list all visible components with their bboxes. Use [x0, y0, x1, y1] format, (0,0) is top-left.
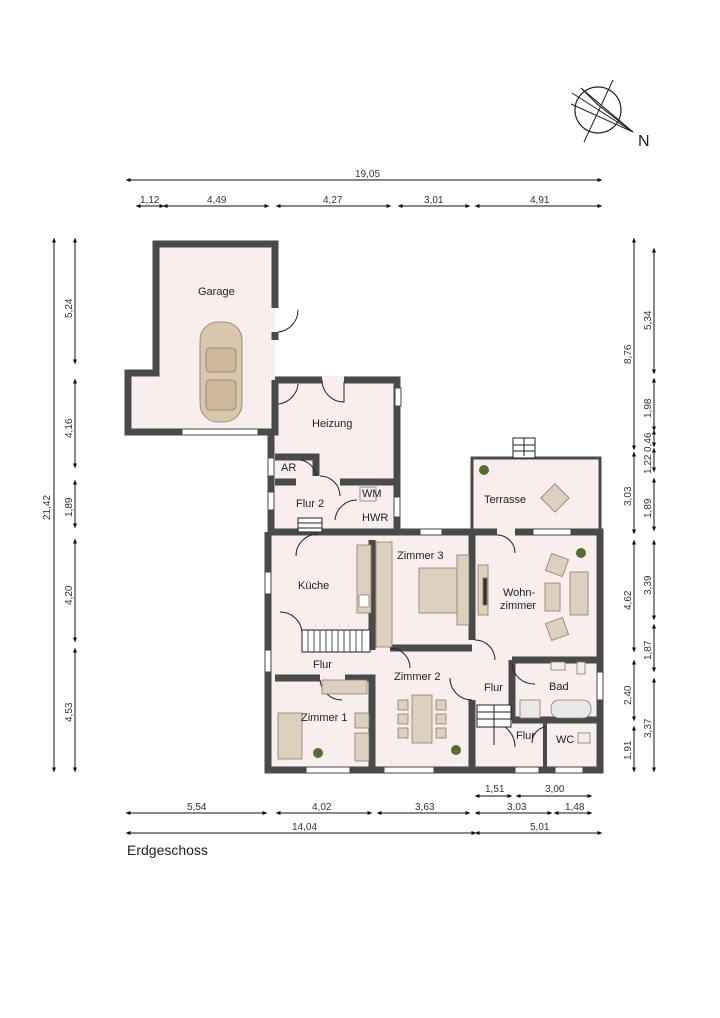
svg-text:8,76: 8,76 [623, 344, 634, 364]
svg-text:1,89: 1,89 [64, 497, 75, 517]
svg-text:1,87: 1,87 [643, 640, 654, 660]
room-label-flur2: Flur 2 [296, 498, 324, 510]
svg-text:0,46: 0,46 [643, 432, 654, 452]
room-label-wc: WC [556, 734, 574, 746]
walls [124, 240, 604, 774]
svg-text:4,02: 4,02 [312, 802, 332, 813]
svg-text:1,51: 1,51 [485, 784, 505, 795]
plant-icons [313, 465, 586, 758]
svg-text:1,12: 1,12 [140, 195, 160, 206]
room-label-zimmer1: Zimmer 1 [301, 712, 347, 724]
svg-text:4,91: 4,91 [530, 195, 550, 206]
floor-fills [128, 244, 600, 770]
svg-text:1,89: 1,89 [643, 498, 654, 518]
svg-text:1,48: 1,48 [565, 802, 585, 813]
dimension-labels: 19,05 1,12 4,49 4,27 3,01 4,91 21,42 5,2… [42, 169, 654, 833]
room-label-terrasse: Terrasse [484, 494, 526, 506]
room-label-zimmer3: Zimmer 3 [397, 550, 443, 562]
svg-text:3,00: 3,00 [545, 784, 565, 795]
svg-text:3,39: 3,39 [643, 575, 654, 595]
room-label-wohnzimmer-2: zimmer [500, 600, 536, 612]
room-label-flur-east: Flur [484, 682, 503, 694]
svg-text:4,16: 4,16 [64, 418, 75, 438]
svg-text:4,20: 4,20 [64, 585, 75, 605]
room-labels: Garage Heizung AR Flur 2 HWR WM Terrasse… [198, 286, 574, 746]
svg-text:3,63: 3,63 [415, 802, 435, 813]
svg-text:2,40: 2,40 [623, 685, 634, 705]
room-label-hwr: HWR [362, 512, 388, 524]
svg-text:19,05: 19,05 [355, 169, 380, 180]
room-label-flur-wc: Flur [516, 730, 535, 742]
svg-text:5,54: 5,54 [187, 802, 207, 813]
room-label-ar: AR [281, 462, 296, 474]
compass-icon: N [570, 79, 650, 150]
svg-text:1,91: 1,91 [623, 740, 634, 760]
svg-text:4,27: 4,27 [323, 195, 343, 206]
svg-text:21,42: 21,42 [42, 495, 53, 520]
room-label-kueche: Küche [298, 580, 329, 592]
floor-title: Erdgeschoss [127, 842, 208, 858]
svg-text:3,03: 3,03 [507, 802, 527, 813]
room-label-bad: Bad [549, 681, 569, 693]
stairs [297, 437, 536, 745]
room-label-zimmer2: Zimmer 2 [394, 671, 440, 683]
svg-text:14,04: 14,04 [292, 822, 317, 833]
svg-text:4,62: 4,62 [623, 590, 634, 610]
svg-text:1,98: 1,98 [643, 398, 654, 418]
svg-text:4,53: 4,53 [64, 702, 75, 722]
room-label-heizung: Heizung [312, 418, 352, 430]
svg-text:5,34: 5,34 [643, 310, 654, 330]
svg-text:3,37: 3,37 [643, 718, 654, 738]
furniture [199, 321, 592, 762]
svg-text:4,49: 4,49 [207, 195, 227, 206]
svg-text:3,03: 3,03 [623, 486, 634, 506]
dimension-lines [52, 178, 656, 835]
doors [277, 309, 546, 748]
svg-text:3,01: 3,01 [424, 195, 444, 206]
room-label-garage: Garage [198, 286, 235, 298]
compass-north-label: N [638, 133, 650, 150]
room-label-wohnzimmer-1: Wohn- [503, 587, 536, 599]
svg-text:1,22: 1,22 [643, 454, 654, 474]
room-label-wm: WM [362, 488, 382, 500]
room-label-flur: Flur [313, 659, 332, 671]
svg-text:5,24: 5,24 [64, 298, 75, 318]
car-icon [199, 321, 243, 423]
svg-text:5,01: 5,01 [530, 822, 550, 833]
windows [181, 387, 604, 774]
